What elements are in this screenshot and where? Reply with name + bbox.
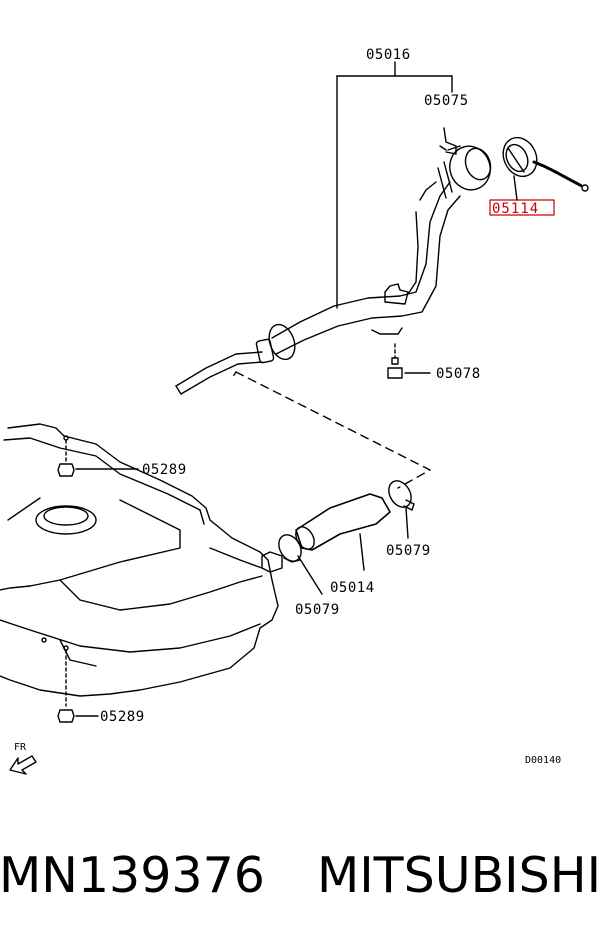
callout-05114: 05114 [492,201,539,217]
callout-05289-lower: 05289 [100,709,145,725]
front-direction-arrow [9,755,37,775]
callout-05075: 05075 [424,93,469,109]
brand-name: MITSUBISHI [316,846,600,904]
figure-code: D00140 [525,755,561,766]
highlight-box [489,199,555,216]
footer-caption: MN139376 MITSUBISHI [0,830,600,920]
nut-upper [57,439,139,477]
filler-hose [295,493,391,571]
fuel-cap [502,136,589,192]
callout-05079-left: 05079 [295,602,340,618]
callout-05014: 05014 [330,580,375,596]
callout-05078: 05078 [436,366,481,382]
clamp-left [278,534,323,595]
filler-neck-tube [175,127,492,395]
callout-05289-upper: 05289 [142,462,187,478]
fuel-tank [0,423,283,697]
part-number: MN139376 [0,846,265,904]
callout-05016: 05016 [366,47,411,63]
bolt-05078 [387,343,431,379]
assembly-bracket [336,61,453,309]
clamp-right [388,480,415,539]
relation-dashed-line [235,371,431,489]
callout-05079-right: 05079 [386,543,431,559]
nut-lower [57,649,99,723]
direction-label: FR [14,742,27,753]
